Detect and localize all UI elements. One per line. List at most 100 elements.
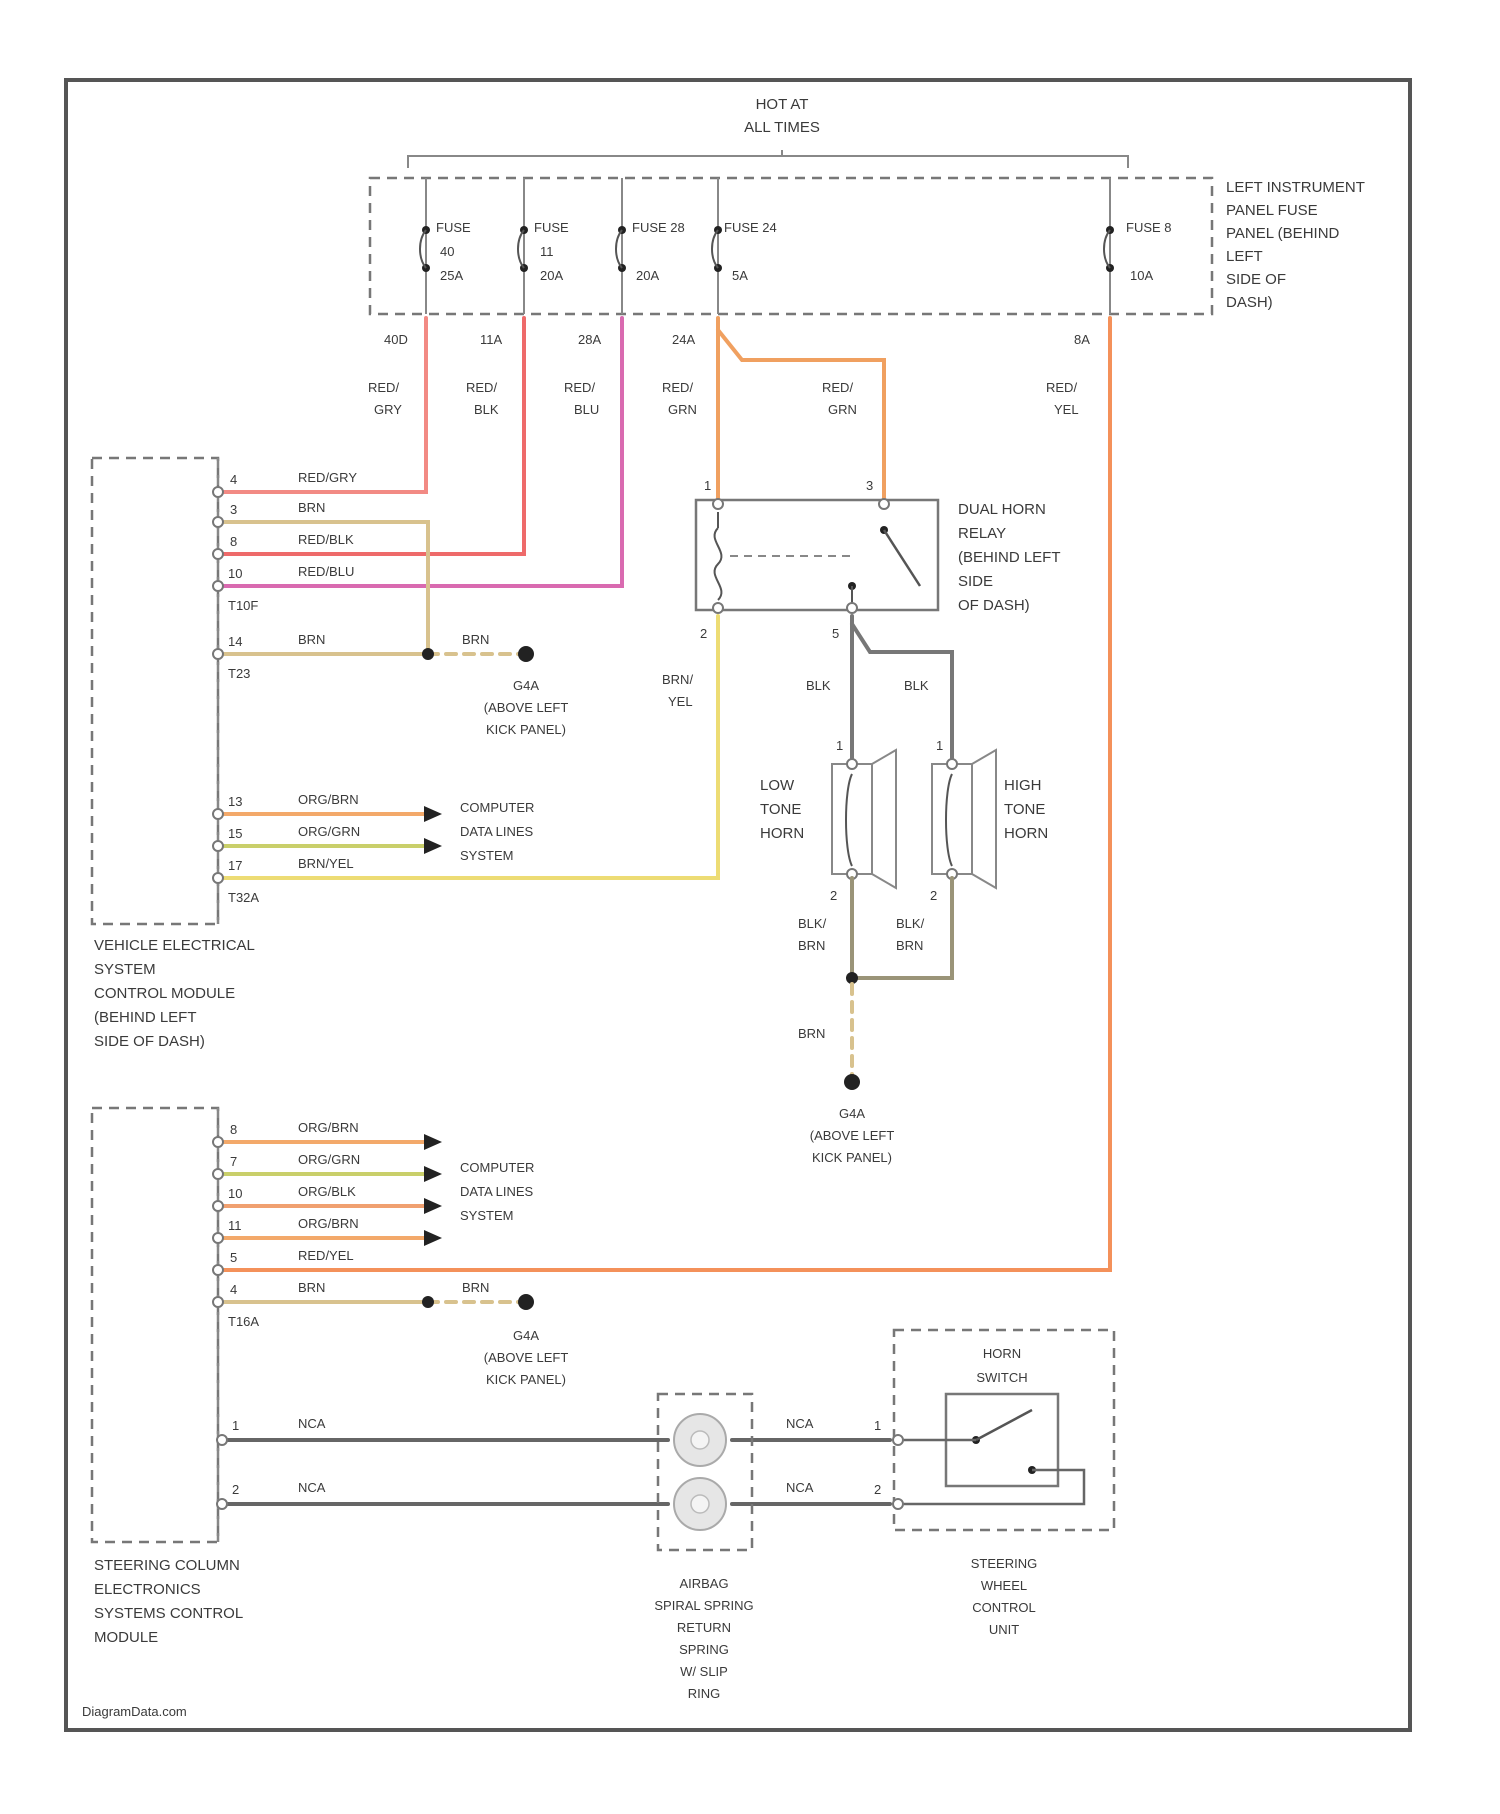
high-tone-horn-label: HIGH TONE HORN: [1004, 777, 1048, 842]
wire-label-brn-g1: BRN: [462, 632, 489, 647]
svg-text:VEHICLE ELECTRICAL: VEHICLE ELECTRICAL: [94, 937, 255, 954]
svg-text:4: 4: [230, 472, 237, 487]
svg-text:4: 4: [230, 1282, 237, 1297]
svg-text:SIDE OF DASH): SIDE OF DASH): [94, 1033, 205, 1050]
svg-text:PANEL FUSE: PANEL FUSE: [1226, 202, 1318, 219]
fuse-40: FUSE 40 25A: [420, 178, 471, 314]
svg-text:DATA LINES: DATA LINES: [460, 824, 534, 839]
svg-text:SPRING: SPRING: [679, 1642, 729, 1657]
svg-text:ORG/BRN: ORG/BRN: [298, 792, 359, 807]
low-tone-horn-label: LOW TONE HORN: [760, 777, 804, 842]
sccm-box: [92, 1108, 218, 1542]
unit-pin-1: 1: [874, 1418, 881, 1433]
wire-label-fuse40: RED/ GRY: [368, 380, 402, 417]
svg-text:20A: 20A: [636, 268, 659, 283]
svg-text:11: 11: [228, 1218, 242, 1233]
svg-text:40: 40: [440, 244, 454, 259]
hot-bracket: [408, 156, 1128, 168]
wire-label-blk-brn-2: BLK/ BRN: [896, 916, 925, 953]
wire-red-blu: [218, 318, 622, 586]
splice-vesc-brn: [422, 648, 434, 660]
wire-label-nca-out-2: NCA: [786, 1480, 814, 1495]
sccm-conn-t16a: T16A: [228, 1314, 259, 1329]
svg-text:SYSTEMS CONTROL: SYSTEMS CONTROL: [94, 1605, 243, 1622]
svg-text:AIRBAG: AIRBAG: [679, 1576, 728, 1591]
svg-text:BLK/: BLK/: [896, 916, 925, 931]
hot-at-all-times-line2: ALL TIMES: [744, 119, 820, 136]
diagram-frame: [66, 80, 1410, 1730]
wire-red-grn-branch: [718, 330, 884, 500]
low-tone-horn: [832, 750, 896, 888]
fuse-panel-label: LEFT INSTRUMENT PANEL FUSE PANEL (BEHIND…: [1226, 179, 1365, 311]
svg-text:11: 11: [540, 244, 554, 259]
ground-g2-label: G4A (ABOVE LEFT KICK PANEL): [810, 1106, 895, 1165]
svg-text:BRN: BRN: [298, 632, 325, 647]
svg-text:LOW: LOW: [760, 777, 795, 794]
svg-text:TONE: TONE: [760, 801, 801, 818]
splice-sccm-brn: [422, 1296, 434, 1308]
svg-text:2: 2: [830, 888, 837, 903]
svg-text:SPIRAL SPRING: SPIRAL SPRING: [654, 1598, 753, 1613]
svg-text:RED/: RED/: [466, 380, 497, 395]
svg-text:RELAY: RELAY: [958, 525, 1006, 542]
svg-text:G4A: G4A: [513, 1328, 539, 1343]
svg-text:(ABOVE LEFT: (ABOVE LEFT: [810, 1128, 895, 1143]
svg-text:3: 3: [866, 478, 873, 493]
wire-label-fuse24b: RED/ GRN: [822, 380, 857, 417]
wire-label-fuse24: RED/ GRN: [662, 380, 697, 417]
fuse-panel-box: [370, 178, 1212, 314]
svg-text:5: 5: [230, 1250, 237, 1265]
svg-text:YEL: YEL: [1054, 402, 1079, 417]
terminal-24a: 24A: [672, 332, 695, 347]
wire-label-blk-1: BLK: [806, 678, 831, 693]
svg-text:RED/: RED/: [662, 380, 693, 395]
svg-text:CONTROL: CONTROL: [972, 1600, 1036, 1615]
sccm-label: STEERING COLUMN ELECTRONICS SYSTEMS CONT…: [94, 1557, 243, 1646]
svg-text:CONTROL MODULE: CONTROL MODULE: [94, 985, 235, 1002]
clockspring-rings: [674, 1414, 726, 1530]
vesc-label: VEHICLE ELECTRICAL SYSTEM CONTROL MODULE…: [94, 937, 255, 1050]
svg-text:STEERING COLUMN: STEERING COLUMN: [94, 1557, 240, 1574]
vesc-conn-t32a: T32A: [228, 890, 259, 905]
svg-text:W/ SLIP: W/ SLIP: [680, 1664, 728, 1679]
data-lines-label-1: COMPUTER DATA LINES SYSTEM: [460, 800, 534, 863]
svg-text:NCA: NCA: [298, 1416, 326, 1431]
vesc-conn-t23: T23: [228, 666, 250, 681]
relay-coil: [715, 512, 854, 600]
wire-label-fuse8: RED/ YEL: [1046, 380, 1079, 417]
svg-text:(ABOVE LEFT: (ABOVE LEFT: [484, 1350, 569, 1365]
svg-text:MODULE: MODULE: [94, 1629, 158, 1646]
svg-text:ORG/GRN: ORG/GRN: [298, 1152, 360, 1167]
svg-text:DUAL HORN: DUAL HORN: [958, 501, 1046, 518]
svg-text:HIGH: HIGH: [1004, 777, 1042, 794]
ground-g1-label: G4A (ABOVE LEFT KICK PANEL): [484, 678, 569, 737]
svg-text:1: 1: [836, 738, 843, 753]
svg-text:COMPUTER: COMPUTER: [460, 800, 534, 815]
svg-text:LEFT: LEFT: [1226, 248, 1263, 265]
svg-text:RED/BLU: RED/BLU: [298, 564, 354, 579]
arrow-data-1: [424, 806, 442, 822]
svg-text:BLK: BLK: [474, 402, 499, 417]
svg-text:DASH): DASH): [1226, 294, 1273, 311]
arrow-data-4: [424, 1166, 442, 1182]
svg-text:ORG/BRN: ORG/BRN: [298, 1120, 359, 1135]
svg-text:BRN: BRN: [298, 1280, 325, 1295]
wire-label-blk-brn-1: BLK/ BRN: [798, 916, 827, 953]
svg-text:KICK PANEL): KICK PANEL): [812, 1150, 892, 1165]
svg-text:FUSE: FUSE: [534, 220, 569, 235]
svg-text:20A: 20A: [540, 268, 563, 283]
ground-g3-label: G4A (ABOVE LEFT KICK PANEL): [484, 1328, 569, 1387]
watermark: DiagramData.com: [82, 1704, 187, 1719]
svg-text:14: 14: [228, 634, 242, 649]
svg-text:1: 1: [704, 478, 711, 493]
fuse-28: FUSE 28 20A: [616, 178, 685, 314]
svg-text:7: 7: [230, 1154, 237, 1169]
svg-text:RED/GRY: RED/GRY: [298, 470, 357, 485]
svg-text:RED/: RED/: [564, 380, 595, 395]
wire-label-brn-g3: BRN: [462, 1280, 489, 1295]
svg-text:8: 8: [230, 534, 237, 549]
svg-text:SIDE: SIDE: [958, 573, 993, 590]
wire-label-brn-gnd: BRN: [798, 1026, 825, 1041]
svg-text:ELECTRONICS: ELECTRONICS: [94, 1581, 201, 1598]
wire-label-nca-out-1: NCA: [786, 1416, 814, 1431]
